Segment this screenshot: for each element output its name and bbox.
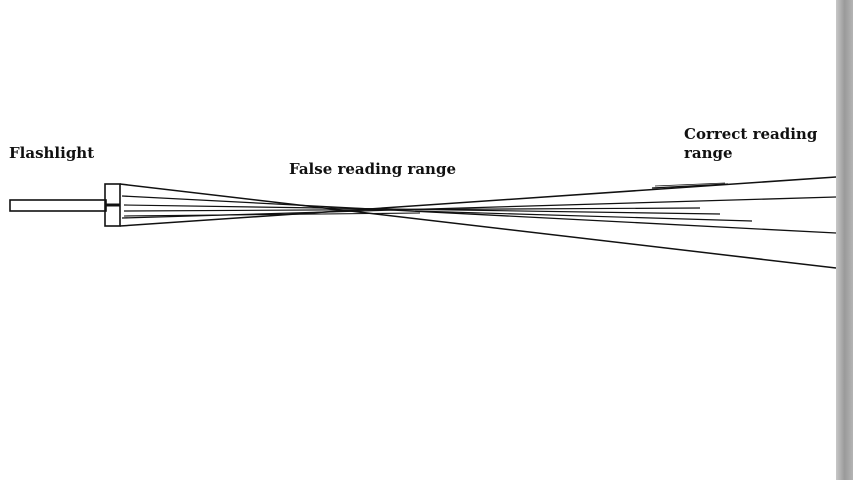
beam-stroke-short-1 xyxy=(651,183,729,189)
correct-reading-range-line1: Correct reading xyxy=(684,125,818,143)
beam-line-center-2 xyxy=(123,207,701,212)
beam-line-center-4 xyxy=(123,212,421,217)
right-edge-bar xyxy=(836,0,853,480)
false-reading-range-label: False reading range xyxy=(289,160,456,178)
correct-reading-range-label: Correct reading range xyxy=(684,125,817,163)
beam-line-center-3 xyxy=(414,210,753,222)
flashlight-label: Flashlight xyxy=(9,144,95,162)
beam-stroke-short-2 xyxy=(654,182,726,187)
correct-reading-range-line2: range xyxy=(684,144,733,162)
flashlight-handle xyxy=(9,199,107,212)
beam-line-upper-outer xyxy=(119,183,837,269)
beam-line-upper-inner xyxy=(121,195,837,234)
